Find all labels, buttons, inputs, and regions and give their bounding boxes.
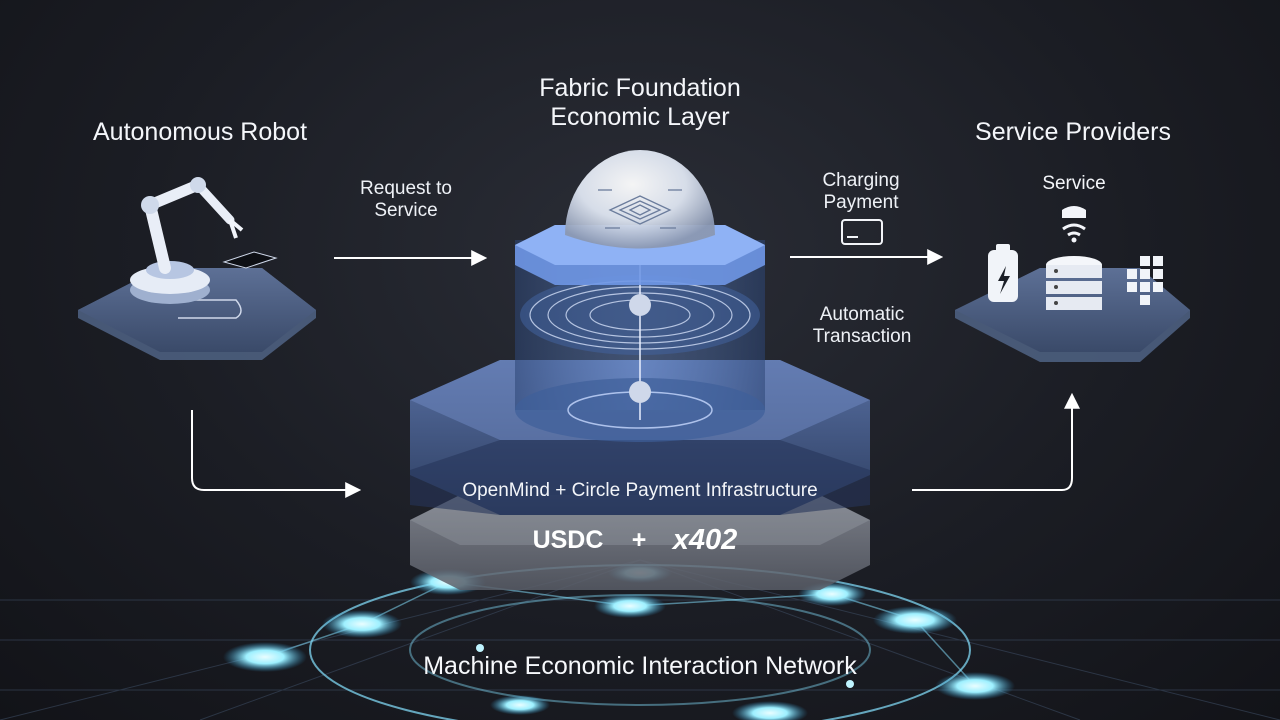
flow-arrows (191, 249, 1080, 498)
fabric-dome (565, 150, 715, 249)
request-label-line1: Request to (360, 178, 452, 199)
fabric-core-stack (515, 225, 765, 442)
automatic-label-line1: Automatic (819, 304, 905, 325)
payment-card-icon (841, 219, 883, 245)
infrastructure-to-provider-arrow (912, 392, 1080, 491)
request-label-line2: Service (374, 199, 438, 221)
service-label: Service (1042, 173, 1106, 194)
token-x402: x402 (672, 524, 738, 556)
providers-title: Service Providers (975, 118, 1171, 146)
grid-blocks-icon (1127, 256, 1163, 305)
charging-label: Charging Payment (796, 170, 926, 214)
network-node (873, 606, 957, 634)
network-node (732, 701, 808, 720)
robot-arm-icon (130, 177, 278, 304)
network-node (490, 695, 550, 715)
robot-title: Autonomous Robot (92, 118, 308, 146)
infrastructure-label: OpenMind + Circle Payment Infrastructure (462, 480, 818, 501)
battery-icon (988, 244, 1018, 302)
service-wifi-icon (1062, 206, 1086, 243)
fabric-title-line1: Fabric Foundation (539, 74, 741, 102)
network-node (223, 642, 307, 672)
network-node (594, 594, 666, 618)
fabric-title-line2: Economic Layer (550, 102, 730, 131)
request-label: Request to Service (336, 178, 476, 222)
charging-label-line1: Charging (822, 170, 900, 191)
network-node (322, 610, 402, 638)
network-label: Machine Economic Interaction Network (423, 652, 857, 680)
automatic-label-line2: Transaction (812, 325, 912, 347)
network-node-dot (476, 644, 484, 652)
server-icon (1046, 256, 1102, 310)
token-plus: + (631, 526, 647, 554)
network-node (935, 672, 1015, 700)
token-usdc: USDC (532, 526, 604, 554)
network-node-dot (846, 680, 854, 688)
automatic-transaction-label: Automatic Transaction (792, 304, 932, 348)
robot-to-infrastructure-arrow (191, 410, 362, 498)
fabric-title: Fabric Foundation Economic Layer (490, 74, 790, 132)
charging-label-line2: Payment (823, 191, 899, 213)
